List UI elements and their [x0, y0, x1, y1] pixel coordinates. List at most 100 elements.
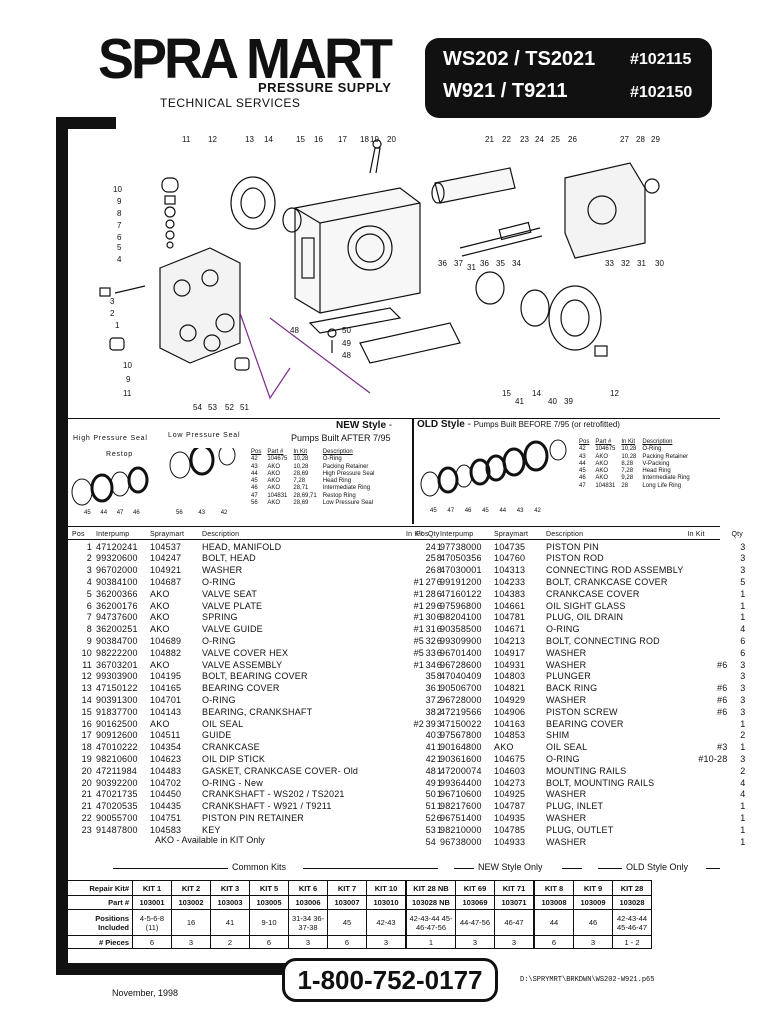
parts-cell: 104603 — [494, 765, 526, 776]
parts-cell: #10-28 — [698, 754, 728, 765]
kit-cell-pieces: 3 — [171, 935, 211, 949]
parts-cell: 104313 — [494, 565, 526, 576]
parts-cell: 40 — [425, 730, 436, 741]
parts-cell: 90361600 — [440, 754, 482, 765]
parts-cell: 104821 — [494, 683, 526, 694]
svg-text:19: 19 — [370, 135, 379, 144]
parts-cell: 104882 — [150, 647, 182, 658]
parts-cell: 1 — [740, 742, 746, 753]
parts-cell: OIL SIGHT GLASS — [546, 600, 626, 611]
parts-cell: 98204100 — [440, 612, 482, 623]
parts-cell: 104383 — [494, 588, 526, 599]
parts-cell: 3 — [740, 565, 746, 576]
parts-cell: MOUNTING RAILS — [546, 765, 627, 776]
parts-cell: 32 — [425, 636, 436, 647]
kit-cell-part: 103001 — [132, 895, 172, 910]
parts-cell: 91487800 — [96, 824, 138, 835]
svg-text:23: 23 — [520, 135, 529, 144]
parts-cell: 104689 — [150, 636, 182, 647]
new-style-title: NEW Style - — [336, 420, 393, 431]
svg-text:10: 10 — [123, 361, 132, 370]
parts-cell: 49 — [425, 777, 436, 788]
parts-cell: 96728600 — [440, 659, 482, 670]
parts-cell: 23 — [81, 824, 92, 835]
parts-cell: VALVE GUIDE — [202, 624, 263, 635]
parts-cell: 97567800 — [440, 730, 482, 741]
parts-cell: 91837700 — [96, 706, 138, 717]
parts-cell: OIL SEAL — [202, 718, 244, 729]
parts-cell: 39 — [425, 718, 436, 729]
parts-cell: 3 — [740, 671, 746, 682]
parts-cell — [685, 789, 729, 801]
parts-cell: 6 — [436, 577, 442, 588]
parts-cell: PLUG, OUTLET — [546, 824, 614, 835]
parts-cell: 11 — [82, 659, 92, 670]
parts-cell: 54 — [425, 836, 436, 847]
parts-cell: 47010222 — [96, 742, 138, 753]
kit-cell-pos: 44-47-56 — [455, 909, 495, 936]
common-kits-label: Common Kits — [232, 862, 287, 872]
parts-cell: 104354 — [150, 742, 182, 753]
kit-cell-part: 103006 — [288, 895, 328, 910]
parts-cell: 104906 — [494, 706, 526, 717]
ako-note: AKO - Available in KIT Only — [155, 835, 265, 845]
parts-cell: 96738000 — [440, 836, 482, 847]
svg-text:30: 30 — [655, 259, 664, 268]
parts-cell: #1 — [413, 600, 424, 611]
parts-cell: 104925 — [494, 789, 526, 800]
parts-cell: 27 — [425, 577, 436, 588]
svg-text:15: 15 — [502, 389, 511, 398]
kit-cell-kit: KIT 6 — [288, 880, 328, 896]
new-kits-rule-right — [562, 868, 582, 869]
parts-cell: BOLT, MOUNTING RAILS — [546, 777, 655, 788]
parts-cell: PLUNGER — [546, 671, 591, 682]
parts-cell: WASHER — [546, 836, 587, 847]
parts-cell: 5 — [86, 588, 92, 599]
new-style-kits-label: NEW Style Only — [478, 862, 543, 872]
parts-cell: 1 — [436, 541, 442, 552]
parts-cell — [685, 800, 729, 812]
kit-cell-kit: KIT 2 — [171, 880, 211, 896]
parts-cell: 34 — [425, 659, 436, 670]
parts-cell: #1 — [413, 624, 424, 635]
svg-text:35: 35 — [496, 259, 505, 268]
svg-text:27: 27 — [620, 135, 629, 144]
parts-cell: 3 — [740, 695, 746, 706]
parts-cell: BACK RING — [546, 683, 598, 694]
parts-cell: CRANKSHAFT - WS202 / TS2021 — [202, 789, 345, 800]
parts-cell: O-RING — [202, 577, 236, 588]
parts-cell: O-RING — [546, 754, 580, 765]
parts-cell: 4 — [740, 789, 746, 800]
parts-cell: 6 — [436, 624, 442, 635]
parts-cell: 24 — [425, 541, 436, 552]
parts-cell: #5 — [413, 647, 424, 658]
parts-cell: 96728000 — [440, 695, 482, 706]
parts-cell: #6 — [717, 659, 728, 670]
parts-cell: 104917 — [494, 647, 526, 658]
svg-text:2: 2 — [110, 309, 115, 318]
parts-cell: 99303900 — [96, 671, 138, 682]
parts-cell: 10 — [81, 647, 92, 658]
kit-cell-pos: 16 — [171, 909, 211, 936]
parts-cell: VALVE ASSEMBLY — [202, 659, 283, 670]
parts-cell: 47200074 — [440, 765, 482, 776]
parts-cell — [685, 647, 729, 659]
parts-cell — [685, 836, 729, 848]
kit-cell-pieces: 3 — [366, 935, 407, 949]
